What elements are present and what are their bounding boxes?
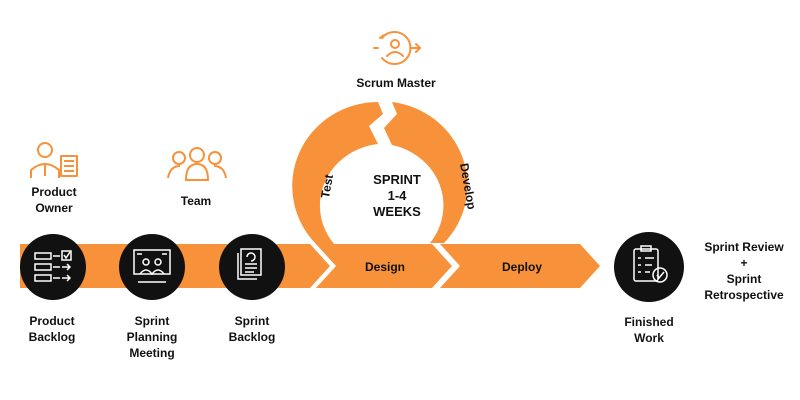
finished-work-node [614,232,684,302]
backlog-list-icon [34,250,72,282]
design-label: Design [365,260,405,274]
product-owner-label-line-2: Owner [35,201,73,215]
sprint-backlog-label-line-2: Backlog [229,330,276,344]
sprint-backlog-node [219,234,285,300]
design-arrow [316,244,452,288]
review-line-1: Sprint Review [704,240,784,254]
test-label: Test [318,173,336,199]
person-document-icon [30,142,78,178]
sprint-loop-right [384,102,468,243]
finished-work-label-line-1: Finished [624,315,673,329]
scrum-master-label: Scrum Master [356,76,436,90]
finished-work-label-line-2: Work [634,331,664,345]
sprint-planning-label-line-3: Meeting [129,346,174,360]
sprint-loop-left [292,102,383,245]
team-icon [167,147,227,181]
sprint-planning-node [119,234,185,300]
deploy-arrow [440,244,600,288]
sprint-center-line-2: 1-4 [388,188,408,203]
sprint-backlog-label-line-1: Sprint [235,314,270,328]
deploy-label: Deploy [502,260,542,274]
review-line-4: Retrospective [704,288,784,302]
review-line-3: Sprint [727,272,762,286]
review-line-2: + [740,256,747,270]
team-label: Team [181,194,211,208]
product-backlog-label-line-1: Product [29,314,74,328]
sprint-center-line-1: SPRINT [373,172,421,187]
checklist-icon [633,245,668,283]
sprint-center-line-3: WEEKS [373,204,421,219]
product-backlog-node [20,234,86,300]
documents-icon [237,248,262,280]
product-owner-label-line-1: Product [31,185,76,199]
sprint-planning-label-line-2: Planning [127,330,178,344]
meeting-screen-icon [133,249,171,283]
target-person-icon [373,31,422,65]
product-backlog-label-line-2: Backlog [29,330,76,344]
sprint-planning-label-line-1: Sprint [135,314,170,328]
